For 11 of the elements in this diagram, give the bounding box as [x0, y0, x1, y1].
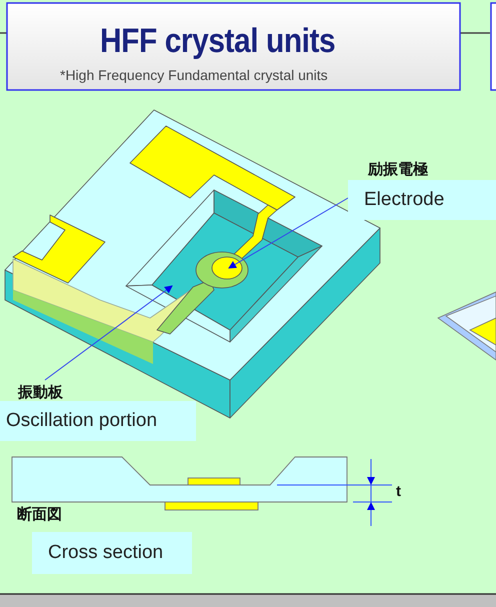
japanese-label: 振動板	[18, 383, 63, 402]
subtitle: *High Frequency Fundamental crystal units	[60, 67, 328, 83]
japanese-label: 断面図	[17, 505, 62, 524]
dimension-label: t	[396, 483, 401, 500]
callout-label: Cross section	[32, 532, 192, 574]
leader-line	[228, 198, 348, 268]
leader-line	[44, 285, 173, 380]
title: HFF crystal units	[100, 22, 336, 61]
callout-label: Oscillation portion	[0, 401, 196, 441]
japanese-label: 励振電極	[368, 160, 428, 179]
callout-label: Electrode	[348, 180, 496, 220]
